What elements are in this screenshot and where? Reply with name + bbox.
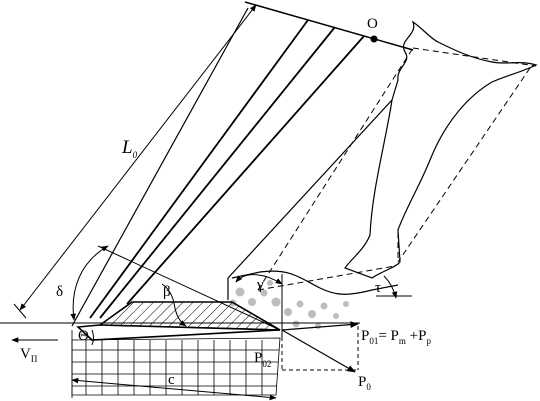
soil-grid	[71, 337, 281, 396]
point-o-label: O	[367, 16, 378, 32]
width-c-label: c	[168, 372, 175, 388]
force-p01-label: P01= Pm +Pp	[361, 328, 431, 346]
force-p01-line	[281, 321, 359, 331]
blade-edge-line-4	[126, 35, 365, 305]
theta-label: Θ	[78, 328, 89, 344]
force-p0-line	[281, 329, 356, 373]
hidden-edge-2	[257, 47, 414, 291]
angle-gamma-arc	[235, 274, 283, 285]
point-o-marker	[370, 35, 378, 43]
dimension-c	[71, 377, 277, 401]
blade-side-face-1	[227, 99, 393, 279]
length-label: L0	[121, 137, 138, 160]
blade-top-edge	[244, 1, 414, 51]
angle-beta-arc	[173, 302, 187, 327]
hidden-edge-3	[397, 67, 531, 263]
force-p0-label: P0	[358, 374, 371, 392]
delta-label: δ	[56, 284, 63, 300]
angle-theta-arc	[91, 329, 94, 346]
force-p02-label: P02	[254, 350, 271, 369]
dimension-l0	[19, 4, 257, 311]
beta-label: β	[163, 284, 171, 300]
blade-side-bottom	[231, 270, 399, 295]
velocity-label: VП	[20, 346, 38, 364]
blade-edge-line-2	[89, 19, 309, 319]
dimension-l0-tick	[13, 303, 27, 319]
hidden-edge-4	[257, 265, 396, 291]
angle-delta-arc	[70, 245, 109, 321]
tau-label: τ	[375, 280, 381, 296]
hidden-edge-1	[412, 47, 537, 67]
broken-end-outline	[344, 20, 538, 279]
angle-beta-arc-2	[161, 283, 175, 304]
gamma-label: γ	[256, 277, 264, 293]
blade-edge-line-3	[99, 26, 336, 319]
